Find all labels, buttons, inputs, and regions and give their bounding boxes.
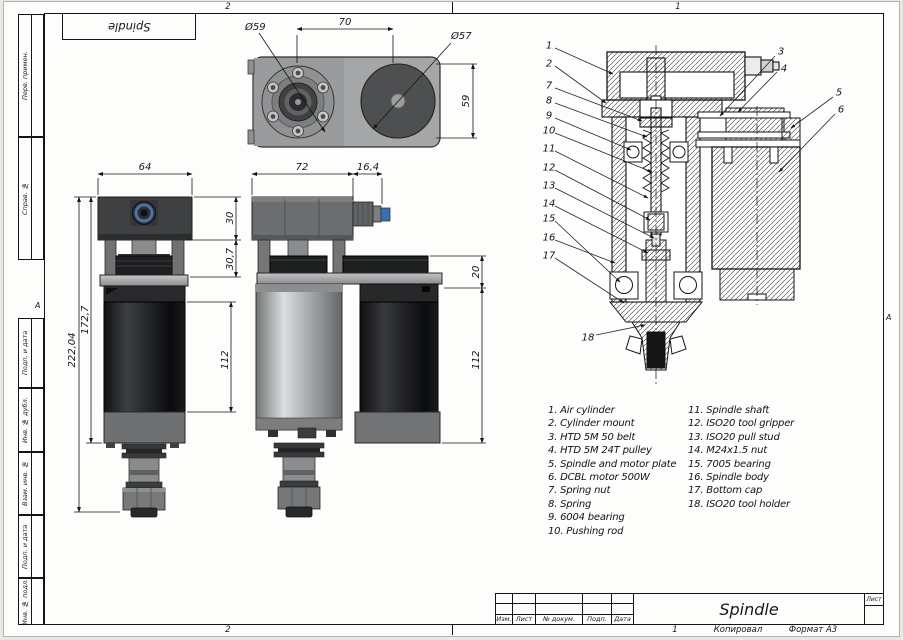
footer-copied-label: Копировал (713, 625, 763, 635)
callout-leaders (554, 47, 836, 336)
margin-stamp-label: Инв. № подл. (21, 578, 29, 625)
callout-number: 4 (780, 63, 788, 75)
drawing-title: Spindle (719, 599, 779, 619)
dim-30-7: 30,7 (225, 247, 236, 270)
margin-stamp: Перв. примен. (18, 14, 44, 137)
zone-label: 2 (225, 2, 231, 12)
corner-stamp-title: Spindle (107, 19, 151, 34)
parts-list-item: 11. Spindle shaft (688, 405, 770, 416)
margin-stamp: Справ. № (18, 137, 44, 260)
top-view-drawing: 70 Ø59 Ø57 59 (244, 17, 477, 148)
callout-number: 18 (581, 332, 595, 344)
dim-16-4: 16,4 (357, 162, 379, 173)
parts-list-item: 2. Cylinder mount (548, 418, 635, 430)
title-block-revision-table: Изм. Лист № докум. Подп. Дата (496, 594, 634, 624)
zone-label: 2 (225, 625, 231, 635)
parts-list-item: 9. 6004 bearing (548, 512, 625, 524)
callout-number: 17 (542, 250, 556, 262)
fitting-blue-ring (134, 203, 154, 223)
side-view-drawing: 72 16,4 20 112 (251, 162, 486, 518)
callout-number: 7 (545, 80, 553, 92)
parts-list-item: 8. Spring (548, 498, 592, 510)
parts-list-item: 14. M24x1.5 nut (688, 445, 768, 457)
parts-list-left: 1. Air cylinder 2. Cylinder mount 3. HTD… (548, 404, 676, 538)
flange-bolts (267, 67, 329, 137)
dim-59: 59 (461, 95, 472, 108)
parts-list-item: 13. ISO20 pull stud (688, 431, 780, 443)
callout-number: 8 (545, 95, 553, 107)
footer-format-label: Формат A3 (788, 625, 838, 635)
parts-list-item: 7. Spring nut (548, 485, 611, 497)
callout-number: 10 (542, 125, 556, 137)
parts-list-item: 3. HTD 5M 50 belt (548, 431, 636, 443)
parts-list-item: 17. Bottom cap (688, 485, 763, 497)
connector-blue-cap (380, 207, 391, 222)
col-izm: Изм. (496, 614, 513, 624)
spring (642, 129, 670, 193)
dim-70: 70 (339, 17, 352, 28)
col-doc: № докум. (536, 614, 583, 624)
drawing-frame (44, 13, 884, 625)
callout-number: 15 (542, 213, 556, 225)
parts-list-item: 5. Spindle and motor plate (548, 458, 677, 470)
corner-stamp: Spindle (62, 13, 196, 40)
dim-30: 30 (225, 212, 236, 225)
margin-stamp-label: Справ. № (21, 182, 29, 215)
callout-number: 16 (542, 232, 556, 244)
dim-112-side: 112 (471, 350, 482, 369)
callout-number: 6 (837, 104, 845, 116)
footer-page-number: 1 (672, 625, 678, 635)
dim-72: 72 (296, 162, 309, 173)
col-sign: Подп. (583, 614, 612, 624)
section-view-drawing (554, 45, 836, 385)
parts-list-item: 4. HTD 5M 24T pulley (548, 445, 652, 457)
margin-stamp-label: Взам. инв. № (21, 460, 29, 507)
parts-list-item: 15. 7005 bearing (688, 458, 771, 470)
parts-list-right: 11. Spindle shaft 12. ISO20 tool gripper… (688, 404, 794, 511)
zone-marker-a-left: A (35, 301, 41, 310)
front-view-drawing: 64 222,04 172,7 30 30,7 112 (67, 162, 241, 518)
sheet-label: Лист (865, 594, 883, 606)
margin-stamp: Подп. и дата (18, 515, 44, 578)
dim-20: 20 (471, 266, 482, 279)
margin-stamp-label: Перв. примен. (21, 51, 29, 100)
parts-list-item: 12. ISO20 tool gripper (688, 418, 795, 430)
callout-number: 12 (542, 162, 556, 174)
margin-stamp: Подп. и дата (18, 318, 44, 388)
col-date: Дата (614, 615, 631, 624)
margin-stamp-label: Инв. № дубл. (21, 397, 29, 443)
parts-list-item: 16. Spindle body (688, 472, 769, 484)
callout-number: 9 (545, 110, 553, 122)
zone-tick-top (452, 2, 453, 13)
callout-number: 1 (545, 40, 553, 52)
dim-172: 172,7 (80, 305, 91, 334)
parts-list-item: 6. DCBL motor 500W (548, 472, 650, 484)
zone-tick-bottom (452, 625, 453, 635)
title-block-sheet-cell: Лист (864, 594, 883, 624)
margin-stamp: Взам. инв. № (18, 452, 44, 515)
callout-number: 13 (542, 180, 556, 192)
margin-stamp: Инв. № подл. (18, 578, 44, 625)
dim-64: 64 (139, 162, 152, 173)
callout-number: 11 (542, 143, 556, 155)
zone-label: 1 (675, 2, 681, 12)
margin-stamp-label: Подп. и дата (21, 524, 29, 569)
zone-marker-a-right: A (886, 313, 892, 322)
margin-stamp: Инв. № дубл. (18, 388, 44, 452)
dim-112-front: 112 (220, 350, 231, 369)
parts-list-item: 1. Air cylinder (548, 405, 615, 416)
dim-222: 222,04 (67, 333, 78, 368)
margin-stamp-label: Подп. и дата (21, 330, 29, 376)
col-list: Лист (513, 614, 536, 624)
callout-number: 2 (545, 58, 553, 70)
parts-list-item: 10. Pushing rod (548, 525, 624, 537)
callout-number: 14 (542, 198, 556, 210)
parts-list-item: 18. ISO20 tool holder (688, 498, 790, 510)
dim-d57: Ø57 (450, 30, 472, 42)
dim-d59: Ø59 (244, 21, 266, 33)
callout-number: 3 (777, 46, 785, 58)
title-block: Изм. Лист № докум. Подп. Дата Spindle Ли… (495, 593, 884, 625)
callout-number: 5 (835, 87, 843, 99)
